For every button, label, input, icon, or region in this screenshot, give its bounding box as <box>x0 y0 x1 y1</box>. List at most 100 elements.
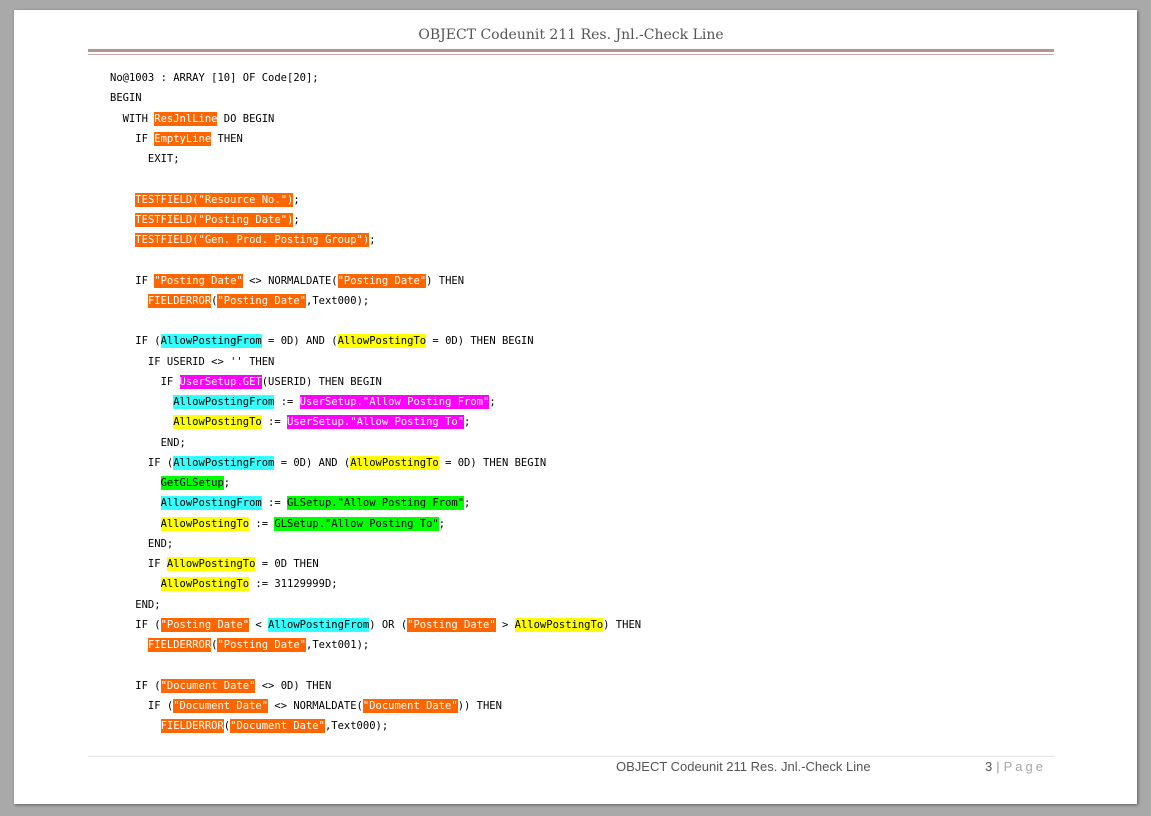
highlighted-token: AllowPostingTo <box>166 557 256 571</box>
code-line: No@1003 : ARRAY [10] OF Code[20]; <box>110 68 641 88</box>
code-text: ; <box>464 497 471 510</box>
code-line: TESTFIELD("Posting Date"); <box>110 210 641 230</box>
code-text <box>110 194 135 206</box>
code-text: IF <box>110 132 155 145</box>
code-text: END; <box>110 537 174 550</box>
footer-title: OBJECT Codeunit 211 Res. Jnl.-Check Line <box>616 759 871 774</box>
code-text <box>110 295 148 307</box>
code-line: IF USERID <> '' THEN <box>110 352 641 372</box>
code-line: AllowPostingTo := UserSetup."Allow Posti… <box>110 412 641 432</box>
code-text <box>110 214 135 226</box>
page-header-title: OBJECT Codeunit 211 Res. Jnl.-Check Line <box>418 27 724 43</box>
code-text: <> NORMALDATE( <box>242 274 338 287</box>
code-text <box>110 578 161 590</box>
code-text: IF ( <box>110 699 174 712</box>
code-text: IF USERID <> '' THEN <box>110 355 275 368</box>
code-text: IF <box>110 375 180 388</box>
highlighted-token: AllowPostingTo <box>160 516 250 531</box>
page-word: Page <box>1003 759 1046 774</box>
highlighted-token: EmptyLine <box>154 131 212 146</box>
code-text <box>110 639 148 651</box>
code-text: IF ( <box>110 618 161 631</box>
code-text: IF <box>110 274 155 287</box>
code-line: IF ("Document Date" <> 0D) THEN <box>110 676 641 696</box>
highlighted-token: "Posting Date" <box>217 293 306 308</box>
code-text: ) THEN <box>603 618 642 631</box>
code-line <box>110 169 641 189</box>
code-text: IF ( <box>110 335 161 348</box>
highlighted-token: FIELDERROR <box>147 638 212 652</box>
highlighted-token: TESTFIELD("Resource No.") <box>135 192 294 207</box>
highlighted-token: "Posting Date" <box>407 617 496 632</box>
code-text: ( <box>211 294 218 307</box>
code-text: = 0D) THEN BEGIN <box>426 335 534 348</box>
highlighted-token: AllowPostingTo <box>514 617 604 632</box>
code-line: TESTFIELD("Resource No."); <box>110 190 641 210</box>
code-text: ; <box>369 234 376 246</box>
code-line: IF (AllowPostingFrom = 0D) AND (AllowPos… <box>110 453 641 473</box>
code-text: < <box>249 618 269 631</box>
code-text: THEN <box>211 132 243 145</box>
code-line: FIELDERROR("Document Date",Text000); <box>110 716 641 736</box>
code-line <box>110 250 641 270</box>
highlighted-token: AllowPostingTo <box>173 415 262 430</box>
code-text: ( <box>223 720 231 732</box>
page-separator: | <box>996 759 1000 774</box>
code-text: := <box>249 517 275 530</box>
highlighted-token: AllowPostingFrom <box>160 334 262 349</box>
document-page: OBJECT Codeunit 211 Res. Jnl.-Check Line… <box>14 10 1137 804</box>
code-line: END; <box>110 433 641 453</box>
code-text: > <box>495 618 515 631</box>
code-line: END; <box>110 534 641 554</box>
highlighted-token: GetGLSetup <box>160 476 224 490</box>
highlighted-token: "Posting Date" <box>160 617 250 632</box>
code-text <box>110 396 173 408</box>
highlighted-token: "Document Date" <box>362 698 458 713</box>
code-line: BEGIN <box>110 88 641 108</box>
code-text: IF ( <box>110 456 174 469</box>
highlighted-token: AllowPostingFrom <box>173 395 275 409</box>
code-text <box>110 416 173 428</box>
highlighted-token: FIELDERROR <box>147 293 212 308</box>
code-text: ; <box>438 517 446 530</box>
highlighted-token: TESTFIELD("Posting Date") <box>135 212 294 227</box>
header-rule-thin <box>88 54 1054 55</box>
footer-page-number: 3|Page <box>985 759 1046 774</box>
code-text: ; <box>223 477 231 489</box>
code-line: EXIT; <box>110 149 641 169</box>
code-text: ,Text000); <box>324 720 389 732</box>
code-text <box>110 234 135 246</box>
code-text <box>110 518 161 530</box>
highlighted-token: "Document Date" <box>173 698 269 713</box>
code-line: GetGLSetup; <box>110 473 641 493</box>
code-text: (USERID) THEN BEGIN <box>261 375 382 388</box>
highlighted-token: "Document Date" <box>160 678 256 693</box>
code-line: AllowPostingTo := GLSetup."Allow Posting… <box>110 514 641 534</box>
code-text: = 0D THEN <box>255 558 319 570</box>
code-line: IF EmptyLine THEN <box>110 129 641 149</box>
code-text: <> 0D) THEN <box>255 679 332 692</box>
highlighted-token: UserSetup."Allow Posting To" <box>287 415 465 430</box>
code-line: AllowPostingFrom := UserSetup."Allow Pos… <box>110 392 641 412</box>
code-text: ; <box>489 396 496 408</box>
code-line: IF AllowPostingTo = 0D THEN <box>110 554 641 574</box>
highlighted-token: UserSetup."Allow Posting From" <box>299 395 490 409</box>
highlighted-token: AllowPostingFrom <box>160 496 262 511</box>
code-text: = 0D) AND ( <box>261 335 338 348</box>
code-text: ,Text000); <box>306 294 370 307</box>
code-line <box>110 311 641 331</box>
code-text: := <box>274 396 300 408</box>
code-line: END; <box>110 595 641 615</box>
code-text: ) THEN <box>426 274 465 287</box>
highlighted-token: AllowPostingTo <box>160 577 250 592</box>
code-line: WITH ResJnlLine DO BEGIN <box>110 109 641 129</box>
code-line <box>110 655 641 675</box>
code-text: ; <box>293 213 300 226</box>
code-line: AllowPostingTo := 31129999D; <box>110 574 641 594</box>
highlighted-token: GLSetup."Allow Posting To" <box>274 516 439 531</box>
code-text: END; <box>110 436 186 449</box>
highlighted-token: "Posting Date" <box>154 273 243 288</box>
code-text: IF <box>110 558 167 570</box>
code-text <box>110 477 161 489</box>
header-rule-thick <box>88 49 1054 52</box>
